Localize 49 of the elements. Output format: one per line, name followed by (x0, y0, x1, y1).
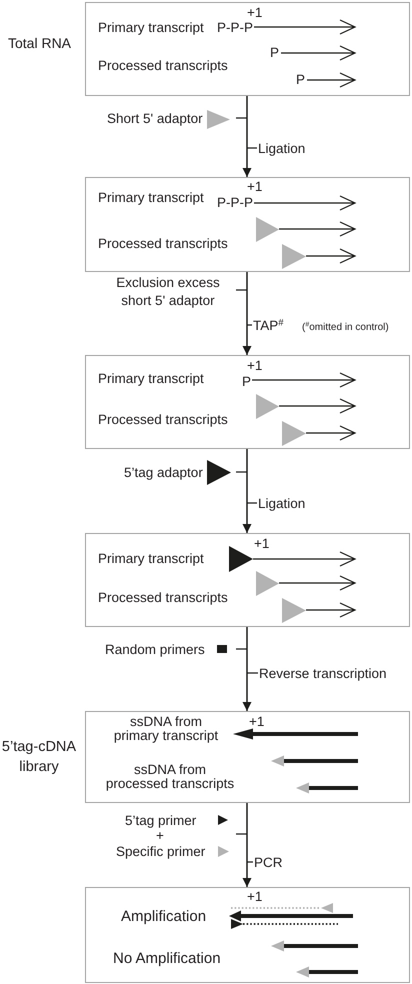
position-label: +1 (247, 4, 262, 20)
footnote: ($^{#}$omitted in control) (302, 320, 389, 334)
phosphate-label: P (296, 72, 306, 86)
transcript-label: Primary transcript (98, 550, 204, 566)
strand-label: ssDNA from primary transcript (112, 715, 220, 743)
edge-label: Ligation (258, 140, 306, 156)
position-label: +1 (247, 178, 262, 194)
transcript-label: Primary transcript (98, 20, 204, 34)
transcript-label: Processed transcripts (98, 412, 228, 426)
transcript-label: Processed transcripts (98, 236, 228, 250)
arrow (242, 627, 252, 711)
reagent-label: Random primers (105, 642, 205, 656)
reagent-label: 5’tag primer (125, 812, 196, 828)
transcript-label: Processed transcripts (98, 590, 228, 604)
transcript-label: Primary transcript (98, 370, 204, 386)
plus-label: + (156, 828, 164, 842)
stage-box (85, 711, 410, 803)
step-label: Exclusion excess short 5' adaptor (115, 274, 221, 310)
phosphate-label: P (242, 374, 252, 388)
transcript-label: Primary transcript (98, 190, 204, 204)
result-label: No Amplification (113, 950, 221, 966)
arrow (242, 803, 252, 887)
library-label: 5’tag-cDNA library (0, 738, 78, 777)
position-label: +1 (254, 536, 270, 550)
arrow (242, 96, 252, 177)
reagent-label: Specific primer (116, 844, 206, 858)
strand-label: ssDNA from processed transcripts (104, 763, 236, 791)
stage-box (85, 2, 410, 96)
reagent-label: Short 5' adaptor (107, 110, 203, 126)
arrow (242, 272, 252, 355)
stage-box (85, 533, 410, 627)
arrow (242, 449, 252, 533)
phosphate-label: P-P-P (217, 194, 254, 210)
position-label: +1 (247, 358, 262, 372)
position-label: +1 (249, 714, 264, 728)
transcript-label: Processed transcripts (98, 58, 228, 72)
phosphate-label: P-P-P (217, 20, 254, 34)
edge-label: TAP$^{#}$ (253, 318, 284, 332)
edge-label: Reverse transcription (259, 666, 387, 680)
phosphate-label: P (270, 44, 280, 60)
position-label: +1 (247, 888, 262, 904)
stage-box (85, 887, 410, 983)
result-label: Amplification (121, 908, 206, 924)
edge-label: Ligation (258, 496, 306, 510)
edge-label: PCR (254, 854, 283, 870)
sample-label: Total RNA (8, 34, 72, 52)
reagent-label: 5’tag adaptor (124, 464, 203, 480)
stage-box (85, 177, 410, 272)
stage-box (85, 355, 410, 449)
